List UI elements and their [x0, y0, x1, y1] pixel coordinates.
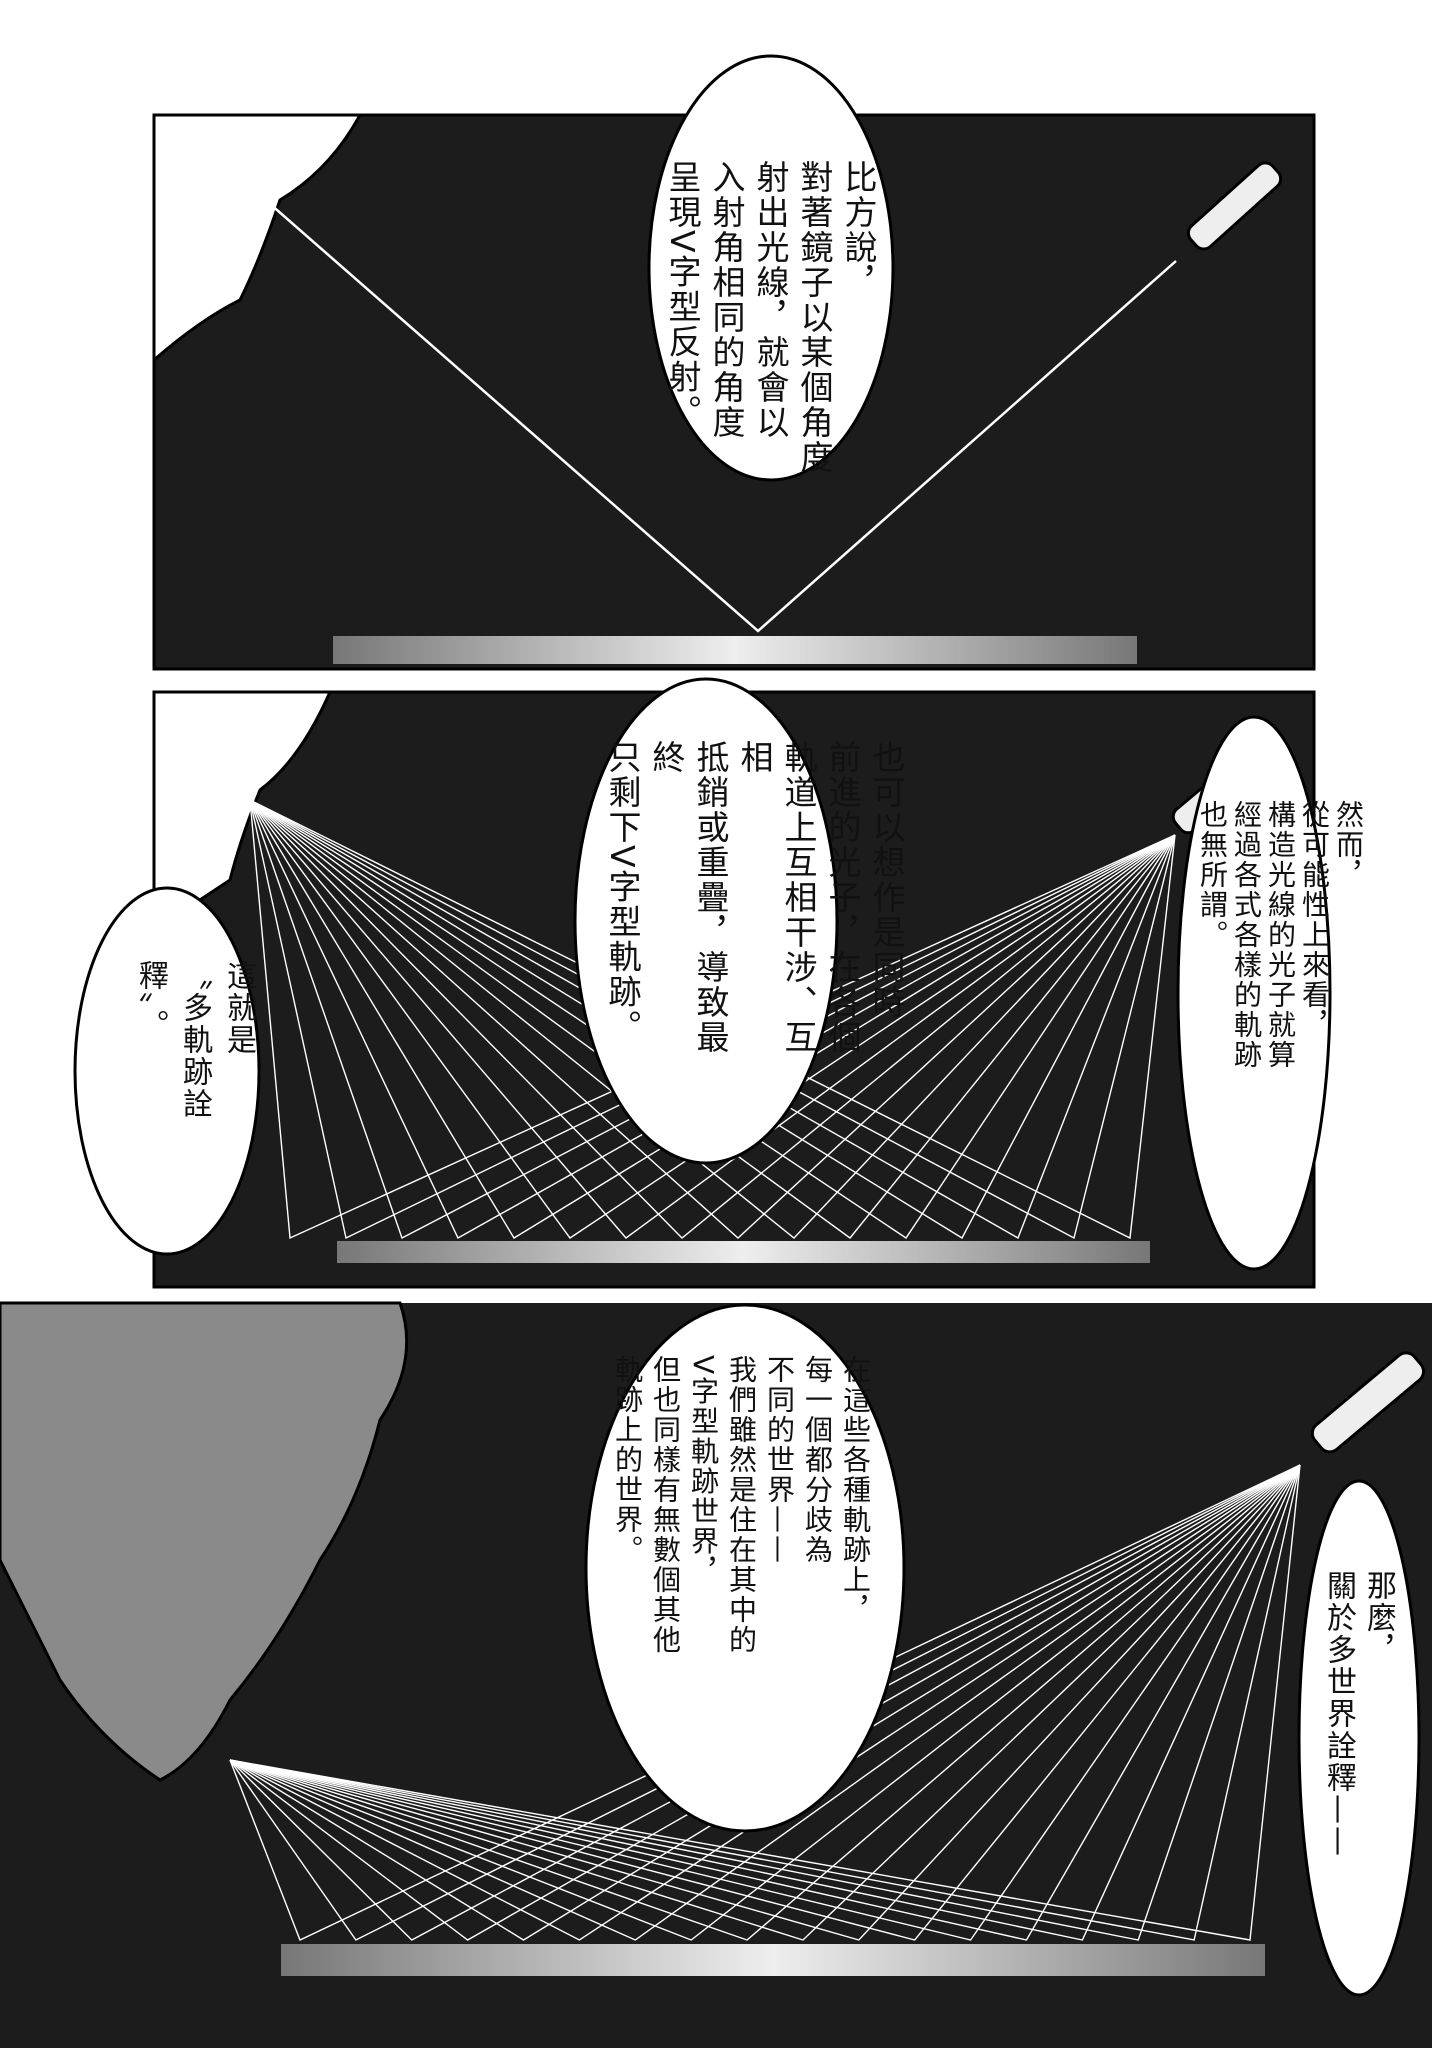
speech-bubble-6	[1297, 1479, 1421, 1997]
bubble-text-3: 這就是 〝多軌跡詮釋〞。	[133, 960, 256, 1120]
light-ray	[249, 799, 1176, 1239]
laser-beam-1	[260, 195, 1177, 633]
light-ray	[229, 1464, 1301, 1941]
light-ray	[229, 1464, 1301, 1941]
light-ray	[229, 1464, 1301, 1941]
light-ray	[229, 1464, 1301, 1941]
laser-pen-1	[1186, 161, 1283, 251]
light-ray	[249, 799, 1176, 1239]
head-1	[152, 113, 363, 364]
light-ray	[229, 1464, 1301, 1941]
light-ray	[249, 799, 1176, 1239]
bubble-text-2: 也可以想作是同時 前進的光子，在各個 軌道上互相干涉、互相 抵銷或重疊，導致最終…	[603, 740, 906, 1055]
bubble-text-5: 在這些各種軌跡上， 每一個都分歧為 不同的世界—— 我們雖然是住在其中的 V字型…	[611, 1355, 872, 1655]
light-ray	[229, 1464, 1301, 1941]
speech-bubble-3	[73, 886, 261, 1256]
light-ray	[229, 1464, 1301, 1941]
light-ray	[229, 1464, 1301, 1941]
light-ray	[229, 1464, 1301, 1941]
light-ray	[229, 1464, 1301, 1941]
mirror-1	[333, 636, 1137, 664]
light-ray	[229, 1464, 1301, 1941]
light-ray	[249, 799, 1176, 1239]
light-ray	[249, 799, 1176, 1239]
light-ray	[249, 799, 1176, 1239]
bubble-text-4: 然而， 從可能性上來看， 構造光線的光子就算 經過各式各樣的軌跡 也無所謂。	[1196, 800, 1365, 1070]
light-ray	[229, 1464, 1301, 1941]
light-ray	[249, 799, 1176, 1240]
light-ray	[249, 799, 1176, 1240]
light-ray	[249, 799, 1176, 1239]
face-3	[0, 1301, 409, 1782]
light-ray	[229, 1464, 1301, 1941]
speech-bubble-4	[1176, 715, 1332, 1271]
light-ray	[249, 799, 1176, 1239]
light-ray	[249, 799, 1176, 1239]
light-fan-3	[229, 1464, 1301, 1941]
laser-pen-3	[1310, 1351, 1426, 1454]
light-ray	[249, 799, 1176, 1240]
bubble-text-1: 比方說， 對著鏡子以某個角度 射出光線，就會以 入射角相同的角度 呈現V字型反射…	[663, 160, 878, 475]
light-ray	[249, 799, 1176, 1240]
light-ray	[249, 799, 1176, 1239]
speech-bubble-1	[647, 54, 895, 482]
light-ray	[229, 1464, 1301, 1941]
light-ray	[229, 1464, 1301, 1941]
light-ray	[249, 799, 1176, 1240]
speech-bubble-5	[584, 1303, 906, 1833]
mirror-2	[337, 1241, 1150, 1263]
speech-bubble-2	[573, 677, 839, 1165]
light-fan-2	[249, 799, 1176, 1240]
mirror-3	[281, 1944, 1265, 1976]
bubble-text-6: 那麼， 關於多世界詮釋——	[1321, 1570, 1396, 1858]
light-ray	[229, 1464, 1301, 1941]
light-ray	[229, 1464, 1301, 1941]
light-ray	[249, 799, 1176, 1239]
light-ray	[229, 1464, 1301, 1941]
